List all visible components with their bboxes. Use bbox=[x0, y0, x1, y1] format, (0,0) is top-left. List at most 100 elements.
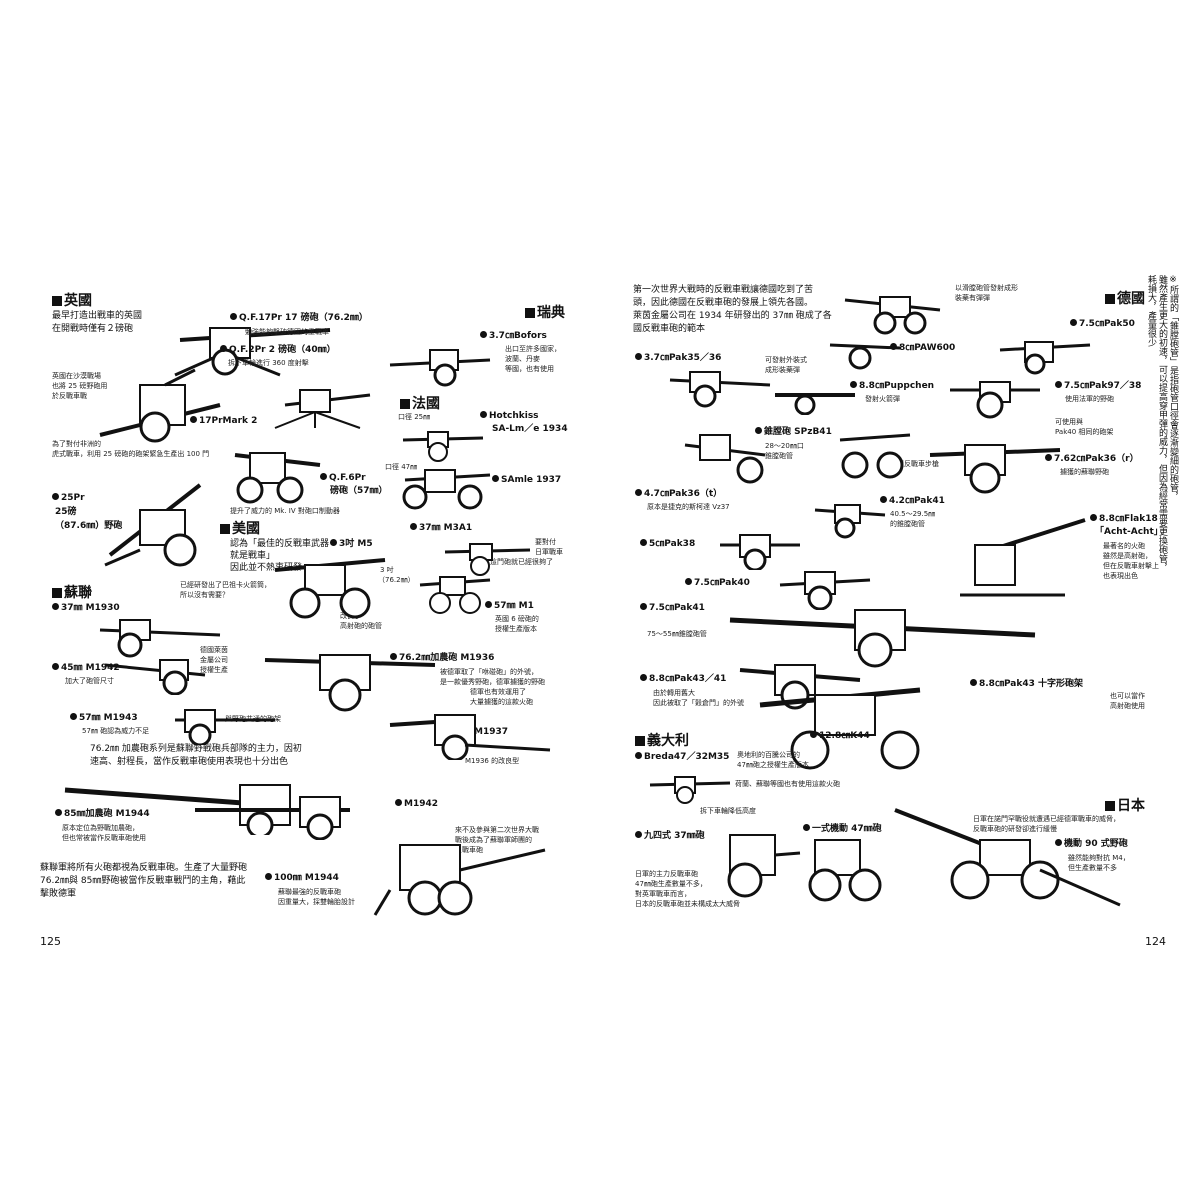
note-m1: 授權生產版本 bbox=[495, 625, 537, 633]
note-pak36t: 原本是捷克的斯柯達 Vz37 bbox=[647, 503, 730, 511]
gun-illustration-pak35 bbox=[669, 371, 771, 408]
note-type90: 但生產數量不多 bbox=[1068, 864, 1117, 872]
left-page: 英國 最早打造出戰車的英國 在開戰時僅有２磅砲 Q.F.17Pr 17 磅砲（7… bbox=[40, 270, 600, 950]
gun-illustration-hotchkiss bbox=[402, 431, 484, 462]
section-heading-uk: 英國 bbox=[52, 290, 92, 310]
label-breda: Breda47／32M35 bbox=[635, 751, 729, 763]
section-heading-ussr: 蘇聯 bbox=[52, 582, 92, 602]
gun-illustration-szb41 bbox=[839, 433, 911, 479]
note-flak18: 但在反戰車射擊上 bbox=[1103, 562, 1159, 570]
label-m1943: 57㎜ M1943 bbox=[70, 712, 138, 724]
ussr-all-text: 76.2㎜與 85㎜野砲被當作反戰車戰鬥的主角，藉此 bbox=[40, 876, 246, 886]
label-m3a1: 37㎜ M3A1 bbox=[410, 522, 472, 534]
note-m1937: M1936 的改良型 bbox=[465, 757, 520, 765]
note-flak18: 最著名的火砲 bbox=[1103, 542, 1145, 550]
label-pak36t: 4.7㎝Pak36（t） bbox=[635, 488, 722, 500]
gun-illustration-m1942a bbox=[104, 659, 206, 695]
note-caliber47: 口徑 47㎜ bbox=[385, 463, 418, 471]
label-m5: 3吋 M5 bbox=[330, 538, 373, 550]
note-m1944-85: 原本定位為野戰加農砲， bbox=[62, 824, 139, 832]
gun-illustration-paw600 bbox=[829, 343, 901, 370]
gun-illustration-25pr bbox=[104, 483, 202, 567]
label-m1942a: 45㎜ M1942 bbox=[52, 662, 120, 674]
note-m1936: 大量擄獲的這款火砲 bbox=[470, 698, 533, 706]
label-type90: 機動 90 式野砲 bbox=[1055, 838, 1128, 850]
note-m1936: 德軍也有效運用了 bbox=[470, 688, 526, 696]
gun-illustration-type1 bbox=[808, 839, 882, 902]
note-m1943-power: 57㎜ 砲認為威力不足 bbox=[82, 727, 150, 735]
note-pak43-41: 因此被取了「穀倉門」的外號 bbox=[653, 699, 744, 707]
note-m1944-100: 因重量大，採雙輪胎設計 bbox=[278, 898, 355, 906]
gun-illustration-pak50 bbox=[999, 341, 1091, 375]
note-tiger: 虎式戰車，利用 25 磅砲的砲架緊急生產出 100 門 bbox=[52, 450, 210, 458]
note-m3a1: 這門砲就已經很夠了 bbox=[490, 558, 553, 566]
note-breda2: 荷蘭、蘇聯等國也有使用這款火砲 bbox=[735, 780, 840, 788]
gun-illustration-17prmark2 bbox=[99, 368, 221, 443]
label-qf6pr: Q.F.6Pr bbox=[320, 472, 366, 484]
label-hotchkiss: Hotchkiss bbox=[480, 410, 539, 422]
note-late: 來不及參與第二次世界大戰 bbox=[455, 826, 539, 834]
label-bofors: 3.7㎝Bofors bbox=[480, 330, 547, 342]
ussr-main-text: 速高、射程長，當作反戰車砲使用表現也十分出色 bbox=[90, 757, 289, 767]
note-uk-desert: 英國在沙漠戰場 bbox=[52, 372, 101, 380]
label-flak18: 「Acht-Acht」 bbox=[1095, 527, 1163, 537]
gun-illustration-m1944-100 bbox=[373, 844, 546, 916]
note-rocket: 發射火箭彈 bbox=[865, 395, 900, 403]
label-m1944-100: 100㎜ M1944 bbox=[265, 872, 339, 884]
label-m1942b: M1942 bbox=[395, 798, 438, 810]
note-shaped2: 成形裝藥彈 bbox=[765, 366, 800, 374]
gun-illustration-pak36r bbox=[929, 444, 1061, 494]
note-szb41-bore: 28～20㎜口 bbox=[765, 442, 804, 450]
note-uk-desert: 也將 25 磅野砲用 bbox=[52, 382, 108, 390]
section-heading-italy: 義大利 bbox=[635, 730, 689, 750]
intro-text: 在開戰時僅有２磅砲 bbox=[52, 324, 134, 334]
label-m1944-85: 85㎜加農砲 M1944 bbox=[55, 808, 150, 820]
label-m1936: 76.2㎜加農砲 M1936 bbox=[390, 652, 494, 664]
label-puppchen: 8.8㎝Puppchen bbox=[850, 380, 934, 392]
note-bazooka: 所以沒有需要？ bbox=[180, 591, 229, 599]
gun-illustration-pak36t bbox=[684, 434, 766, 484]
note-m5-bore: （76.2㎜） bbox=[378, 576, 415, 584]
note-late: 戰後成為了蘇聯軍師團的 bbox=[455, 836, 532, 844]
note-pak43-41: 由於轉用舊大 bbox=[653, 689, 695, 697]
gun-illustration-pak43-41 bbox=[739, 664, 861, 710]
note-japan2: 日本的反戰車砲並未構成太大威脅 bbox=[635, 900, 740, 908]
right-page: 第一次世界大戰時的反戰車戰讓德國吃到了苦 頭，因此德國在反戰車砲的發展上領先各國… bbox=[625, 270, 1185, 950]
gun-illustration-flak18 bbox=[960, 518, 1086, 597]
note-bofors: 等國，也有使用 bbox=[505, 365, 554, 373]
ussr-all-text: 蘇聯軍將所有火砲都視為反戰車砲。生產了大量野砲 bbox=[40, 863, 248, 873]
note-bofors: 出口至許多國家， bbox=[505, 345, 561, 353]
note-pak36r: 擄獲的蘇聯野砲 bbox=[1060, 468, 1109, 476]
note-bofors: 波蘭、丹麥 bbox=[505, 355, 540, 363]
label-qf6pr: 磅砲（57㎜） bbox=[330, 486, 388, 496]
note-license: 授權生產 bbox=[200, 666, 228, 674]
note-japan2: 日軍的主力反戰車砲 bbox=[635, 870, 698, 878]
gun-illustration-pak38 bbox=[720, 534, 800, 570]
label-szb41: 錐膛砲 SPzB41 bbox=[755, 426, 832, 438]
gun-illustration-m1930 bbox=[99, 619, 221, 658]
section-heading-france: 法國 bbox=[400, 393, 440, 413]
label-pak35: 3.7㎝Pak35／36 bbox=[635, 352, 721, 364]
label-pak43-41: 8.8㎝Pak43／41 bbox=[640, 673, 726, 685]
section-heading-usa: 美國 bbox=[220, 518, 260, 538]
germany-intro: 國反戰車砲的範本 bbox=[633, 324, 706, 334]
note-m1936: 被德軍取了「咻碰砲」的外號， bbox=[440, 668, 538, 676]
note-type90: 雖然能夠對抗 M4， bbox=[1068, 854, 1130, 862]
section-heading-japan: 日本 bbox=[1105, 795, 1145, 815]
label-m1: 57㎜ M1 bbox=[485, 600, 534, 612]
label-17prmark2: 17PrMark 2 bbox=[190, 415, 257, 427]
ussr-all-text: 擊敗德軍 bbox=[40, 889, 77, 899]
gun-illustration-qf17pr bbox=[174, 327, 331, 377]
note-pak43: 也可以當作 bbox=[1110, 692, 1145, 700]
note-m1944-85: 但也常被當作反戰車砲使用 bbox=[62, 834, 146, 842]
label-type1: 一式機動 47㎜砲 bbox=[803, 823, 882, 835]
note-m3a1: 要對付 bbox=[535, 538, 556, 546]
gun-illustration-samle bbox=[402, 469, 491, 510]
label-pak36r: 7.62㎝Pak36（r） bbox=[1045, 453, 1139, 465]
note-pak41-75: 75～55㎜錐膛砲管 bbox=[647, 630, 707, 638]
note-m5-bore: 3 吋 bbox=[380, 566, 394, 574]
note-flak18: 也表現出色 bbox=[1103, 572, 1138, 580]
label-k44: 12.8㎝K44 bbox=[810, 730, 870, 742]
note-shaped: 以滑膛砲管發射成形 bbox=[955, 284, 1018, 292]
label-pak41-75: 7.5㎝Pak41 bbox=[640, 602, 705, 614]
